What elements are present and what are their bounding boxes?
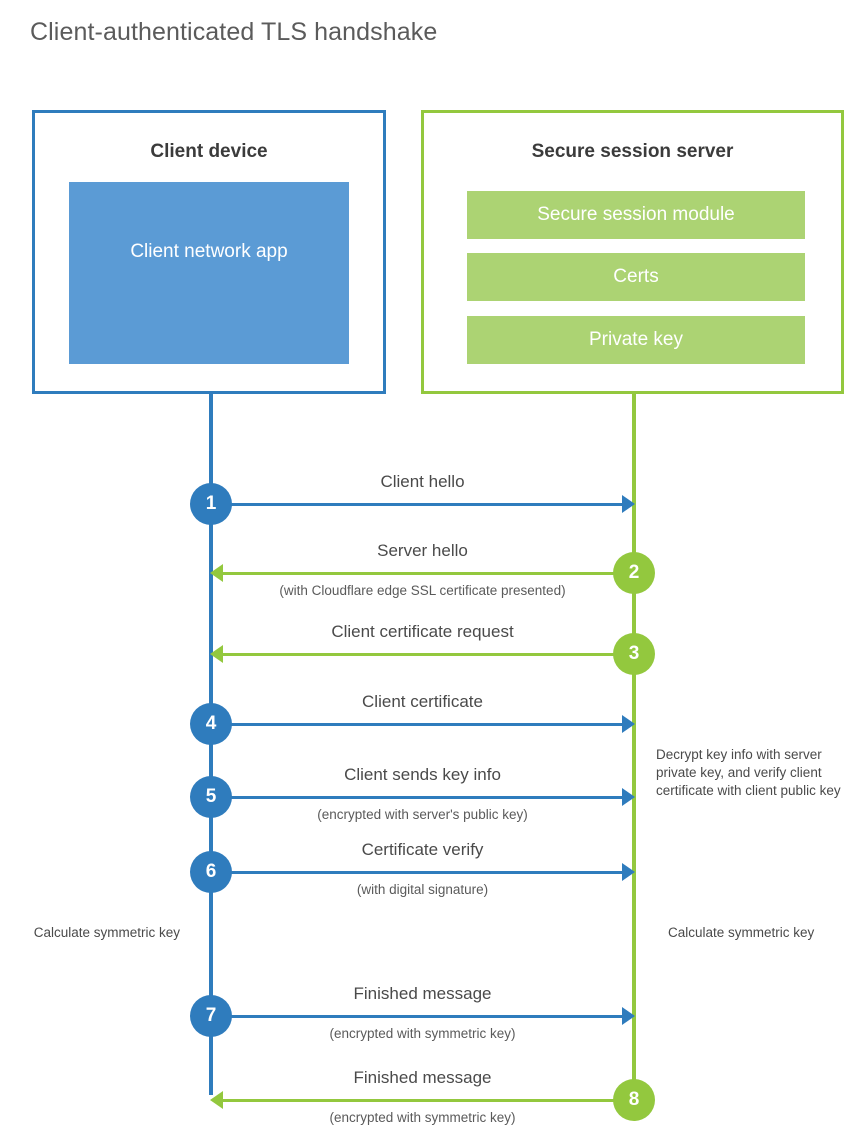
- server-component-certs: Certs: [467, 253, 805, 301]
- step-label: Client certificate: [362, 692, 483, 711]
- arrow-head-left-icon: [210, 645, 223, 663]
- client-network-app-label: Client network app: [130, 241, 288, 262]
- step-arrow-line: [211, 723, 624, 726]
- client-network-app-block: Client network app: [69, 182, 349, 364]
- step-arrow-line: [221, 653, 632, 656]
- arrow-head-left-icon: [210, 1091, 223, 1109]
- arrow-head-right-icon: [622, 1007, 635, 1025]
- step-sublabel: (encrypted with server's public key): [317, 807, 528, 822]
- step-arrow-line: [221, 572, 632, 575]
- step-sublabel: (encrypted with symmetric key): [329, 1026, 516, 1041]
- arrow-head-right-icon: [622, 863, 635, 881]
- step-label: Finished message: [353, 984, 492, 1003]
- arrow-head-left-icon: [210, 564, 223, 582]
- note-calculate-symmetric-key-server: Calculate symmetric key: [668, 925, 815, 940]
- server-component-secure-session-module: Secure session module: [467, 191, 805, 239]
- note-decrypt-key-info: Decrypt key info with server private key…: [656, 747, 841, 798]
- page-title: Client-authenticated TLS handshake: [30, 18, 438, 46]
- step-arrow-line: [211, 871, 624, 874]
- step-arrow-line: [211, 1015, 624, 1018]
- server-component-private-key: Private key: [467, 316, 805, 364]
- secure-session-server-box: Secure session server Secure session mod…: [421, 110, 844, 394]
- step-arrow-line: [211, 796, 624, 799]
- step-number-badge: 6: [190, 851, 232, 893]
- step-number-badge: 2: [613, 552, 655, 594]
- secure-session-server-title: Secure session server: [531, 141, 734, 162]
- step-sublabel: (with Cloudflare edge SSL certificate pr…: [279, 583, 566, 598]
- step-label: Server hello: [377, 541, 468, 560]
- step-label: Client certificate request: [331, 622, 514, 641]
- arrow-head-right-icon: [622, 788, 635, 806]
- client-device-box: Client device Client network app: [32, 110, 386, 394]
- server-lifeline: [632, 394, 636, 1093]
- arrow-head-right-icon: [622, 715, 635, 733]
- step-label: Finished message: [353, 1068, 492, 1087]
- step-label: Client sends key info: [344, 765, 501, 784]
- step-number-badge: 5: [190, 776, 232, 818]
- step-arrow-line: [221, 1099, 632, 1102]
- step-arrow-line: [211, 503, 624, 506]
- arrow-head-right-icon: [622, 495, 635, 513]
- step-number-badge: 3: [613, 633, 655, 675]
- client-device-title: Client device: [150, 141, 268, 162]
- step-number-badge: 1: [190, 483, 232, 525]
- step-sublabel: (encrypted with symmetric key): [329, 1110, 516, 1125]
- step-number-badge: 7: [190, 995, 232, 1037]
- step-label: Client hello: [380, 472, 465, 491]
- step-label: Certificate verify: [361, 840, 484, 859]
- step-number-badge: 4: [190, 703, 232, 745]
- note-calculate-symmetric-key-client: Calculate symmetric key: [33, 925, 180, 940]
- step-number-badge: 8: [613, 1079, 655, 1121]
- step-sublabel: (with digital signature): [356, 882, 489, 897]
